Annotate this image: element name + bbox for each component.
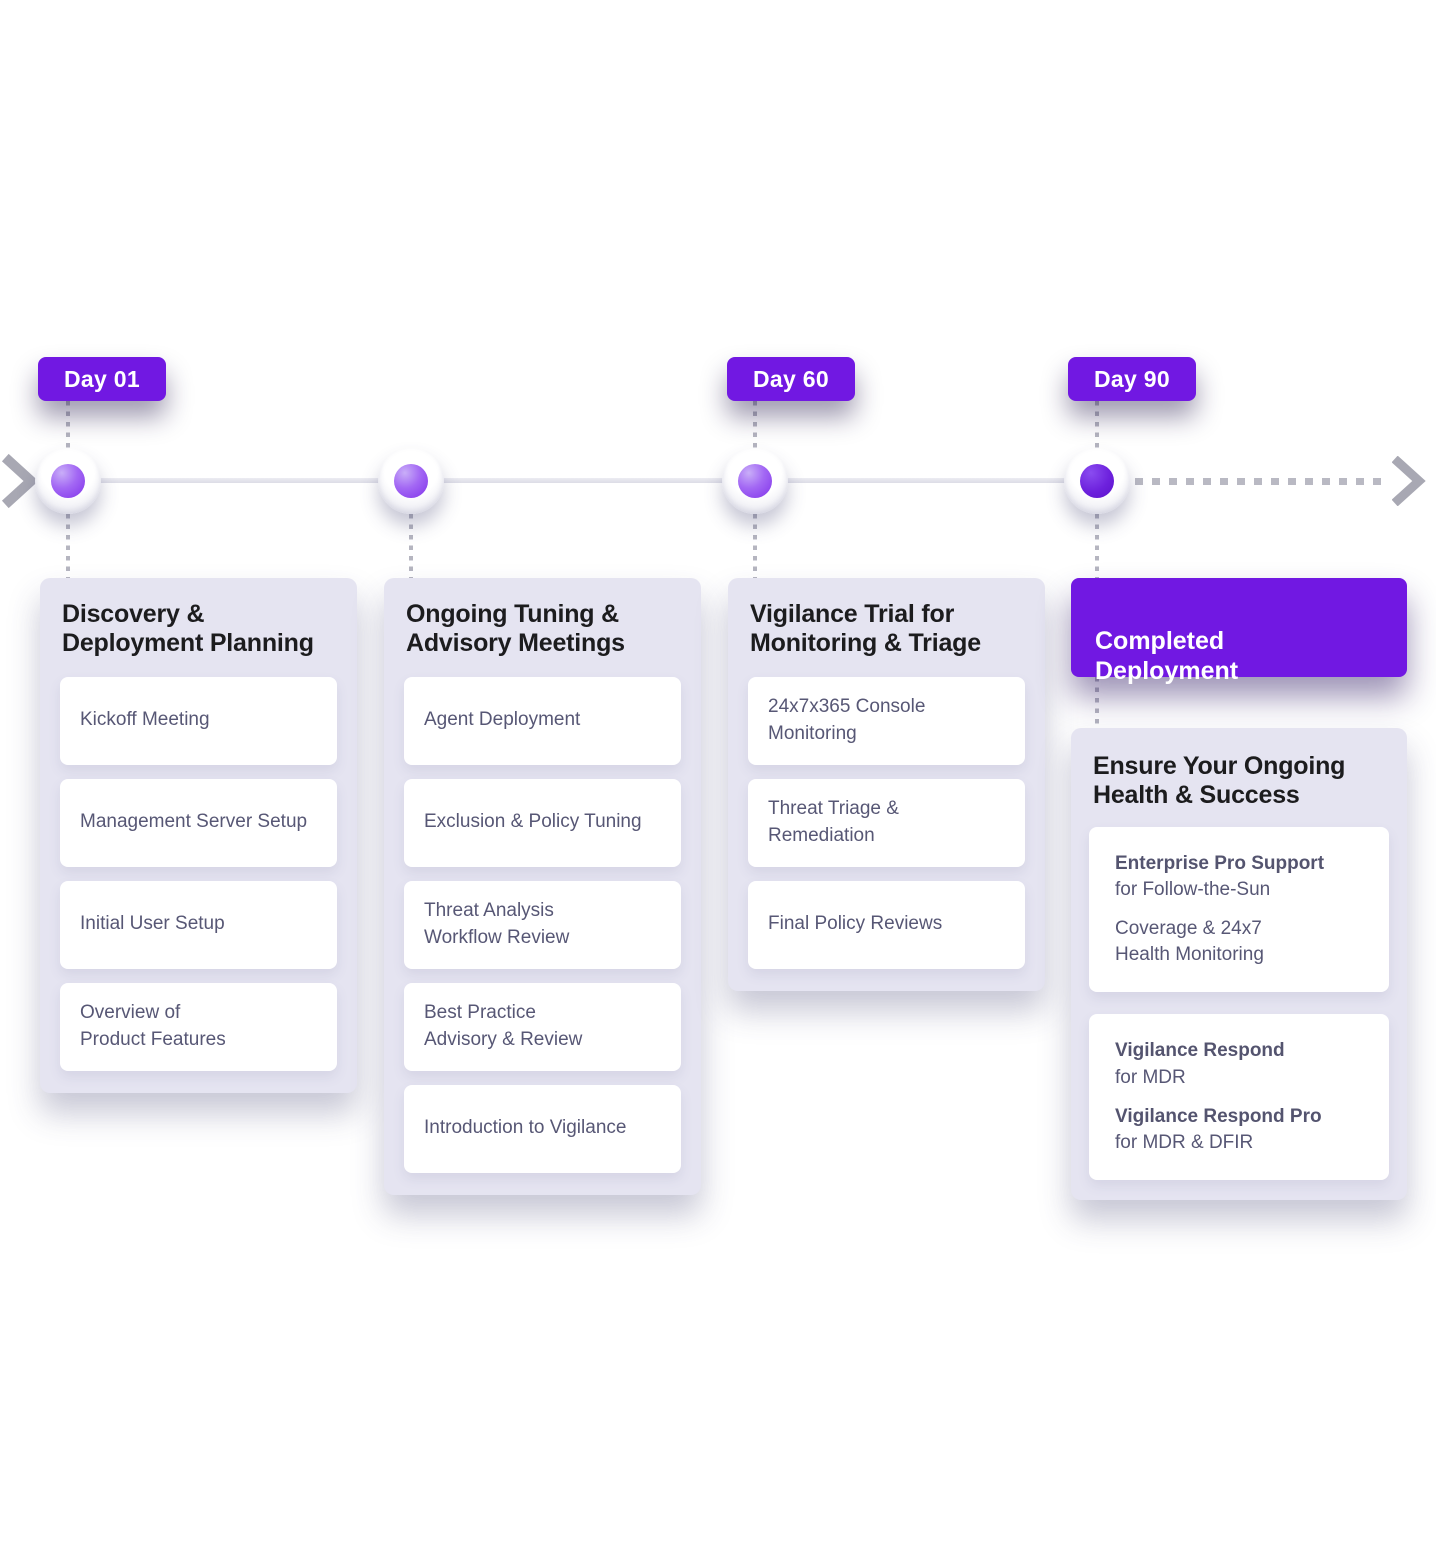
- item-label: Initial User Setup: [80, 913, 225, 935]
- dot-core: [51, 464, 85, 498]
- item-label: Best Practice Advisory & Review: [424, 1002, 583, 1050]
- day-90-badge: Day 90: [1068, 357, 1196, 401]
- enterprise-pro-support-card: Enterprise Pro Support for Follow-the-Su…: [1089, 826, 1389, 993]
- timeline-dot-day01: [35, 448, 101, 514]
- card-discovery-deployment: Discovery & Deployment Planning Kickoff …: [40, 578, 357, 1093]
- connector-header-final-card: [1095, 677, 1099, 728]
- vigilance-respond-card: Vigilance Respond for MDR Vigilance Resp…: [1089, 1014, 1389, 1181]
- item-label: Threat Analysis Workflow Review: [424, 900, 570, 948]
- connector-dot3-card3: [753, 514, 757, 578]
- card-title: Vigilance Trial for Monitoring & Triage: [750, 600, 981, 658]
- support-subtitle: for Follow-the-Sun: [1115, 878, 1271, 900]
- item-label: 24x7x365 Console Monitoring: [768, 696, 926, 744]
- item-label: Management Server Setup: [80, 811, 308, 833]
- card-ongoing-tuning: Ongoing Tuning & Advisory Meetings Agent…: [384, 578, 701, 1195]
- list-item: Threat Analysis Workflow Review: [404, 880, 681, 969]
- card-title: Ongoing Tuning & Advisory Meetings: [406, 600, 625, 658]
- list-item: Kickoff Meeting: [60, 676, 337, 765]
- connector-badge-day90: [1095, 401, 1099, 448]
- item-label: Introduction to Vigilance: [424, 1117, 627, 1139]
- respond-pro-subtitle: for MDR & DFIR: [1115, 1132, 1254, 1154]
- timeline-line: [28, 478, 1097, 483]
- respond-title: Vigilance Respond: [1115, 1040, 1285, 1062]
- list-item: Introduction to Vigilance: [404, 1084, 681, 1173]
- spacer: [1115, 1091, 1363, 1104]
- card-vigilance-trial: Vigilance Trial for Monitoring & Triage …: [728, 578, 1045, 991]
- timeline-dashed-segment: [1135, 478, 1387, 485]
- dot-core: [394, 464, 428, 498]
- respond-pro-title: Vigilance Respond Pro: [1115, 1105, 1322, 1127]
- card-ongoing-health: Ensure Your Ongoing Health & Success Ent…: [1071, 728, 1407, 1201]
- item-label: Exclusion & Policy Tuning: [424, 811, 642, 833]
- dot-core: [738, 464, 772, 498]
- list-item: Best Practice Advisory & Review: [404, 982, 681, 1071]
- timeline-dot-day60: [722, 448, 788, 514]
- timeline-dot-2: [378, 448, 444, 514]
- item-label: Kickoff Meeting: [80, 709, 210, 731]
- connector-badge-day60: [753, 401, 757, 448]
- list-item: Threat Triage & Remediation: [748, 778, 1025, 867]
- list-item: 24x7x365 Console Monitoring: [748, 676, 1025, 765]
- card-title: Ensure Your Ongoing Health & Success: [1093, 752, 1346, 810]
- dot-core: [1080, 464, 1114, 498]
- connector-dot2-card2: [409, 514, 413, 578]
- completed-deployment-header: Completed Deployment: [1071, 578, 1407, 685]
- support-title: Enterprise Pro Support: [1115, 852, 1325, 874]
- item-label: Threat Triage & Remediation: [768, 798, 899, 846]
- respond-subtitle: for MDR: [1115, 1066, 1186, 1088]
- day-60-badge: Day 60: [727, 357, 855, 401]
- support-coverage: Coverage & 24x7 Health Monitoring: [1115, 917, 1264, 966]
- completed-deployment-label: Completed Deployment: [1095, 627, 1239, 685]
- card-title: Discovery & Deployment Planning: [62, 600, 314, 658]
- day-01-label: Day 01: [64, 365, 140, 392]
- spacer: [1115, 903, 1363, 916]
- connector-dot4-header: [1095, 514, 1099, 578]
- list-item: Initial User Setup: [60, 880, 337, 969]
- connector-badge-day01: [66, 401, 70, 448]
- list-item: Exclusion & Policy Tuning: [404, 778, 681, 867]
- list-item: Management Server Setup: [60, 778, 337, 867]
- list-item: Agent Deployment: [404, 676, 681, 765]
- list-item: Overview of Product Features: [60, 982, 337, 1071]
- connector-dot1-card1: [66, 514, 70, 578]
- day-60-label: Day 60: [753, 365, 829, 392]
- day-90-label: Day 90: [1094, 365, 1170, 392]
- timeline-start-arrow-icon: [1, 453, 44, 514]
- list-item: Final Policy Reviews: [748, 880, 1025, 969]
- day-01-badge: Day 01: [38, 357, 166, 401]
- item-label: Final Policy Reviews: [768, 913, 943, 935]
- item-label: Agent Deployment: [424, 709, 581, 731]
- timeline-end-arrow-icon: [1391, 455, 1428, 511]
- item-label: Overview of Product Features: [80, 1002, 226, 1050]
- timeline-dot-day90: [1064, 448, 1130, 514]
